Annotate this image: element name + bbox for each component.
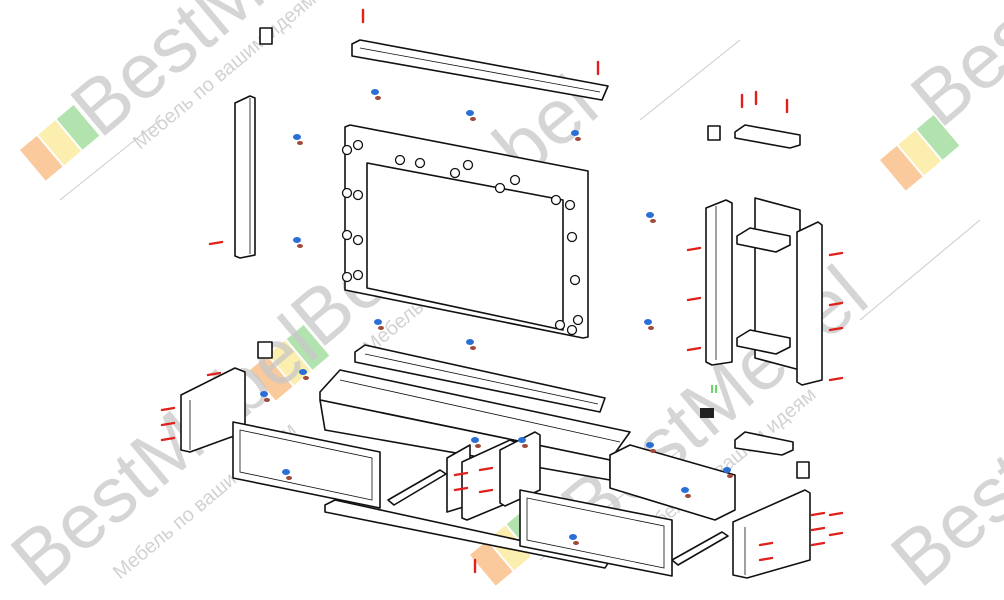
- screw-icon: [758, 556, 774, 562]
- cam-hole: [414, 157, 426, 169]
- cam-hole: [352, 234, 364, 246]
- cam-hole: [494, 182, 506, 194]
- dowel-icon: [470, 117, 476, 121]
- watermark-brand: BestMebel: [894, 0, 1004, 143]
- cam-hole: [341, 229, 353, 241]
- screw-icon: [206, 371, 222, 377]
- fasteners-layer: [160, 8, 844, 574]
- cam-lock-icon: [260, 391, 268, 397]
- screw-icon: [810, 511, 826, 517]
- dowel-icon: [303, 376, 309, 380]
- screw-icon: [686, 246, 702, 252]
- middle-shelf-panel: [354, 344, 606, 413]
- dowel-icon: [375, 96, 381, 100]
- left-drawer: [180, 341, 447, 509]
- dowel-icon: [378, 326, 384, 330]
- cam-lock-icon: [299, 369, 307, 375]
- cam-hole: [554, 319, 566, 331]
- cam-lock-icon: [471, 437, 479, 443]
- cam-hole: [566, 324, 578, 336]
- cam-hole: [341, 271, 353, 283]
- dowel-icon: [650, 219, 656, 223]
- cam-lock-icon: [293, 237, 301, 243]
- cam-lock-icon: [569, 534, 577, 540]
- cam-hole: [550, 194, 562, 206]
- dowel-icon: [573, 541, 579, 545]
- bracket-part: [259, 27, 273, 45]
- screw-icon: [828, 326, 844, 332]
- dowel-icon: [685, 494, 691, 498]
- screw-icon: [453, 471, 469, 477]
- cam-lock-icon: [466, 339, 474, 345]
- dowel-icon: [475, 444, 481, 448]
- screw-icon: [828, 301, 844, 307]
- dowel-icon: [522, 444, 528, 448]
- left-vertical-rail: [234, 95, 256, 259]
- cam-lock-icon: [681, 487, 689, 493]
- watermark-logo-mark: [19, 105, 100, 181]
- center-drawer-fronts: [446, 431, 541, 521]
- cam-lock-icon: [646, 442, 654, 448]
- cam-lock-icon: [374, 319, 382, 325]
- cam-hole: [462, 159, 474, 171]
- screw-icon: [160, 406, 176, 412]
- watermark-brand: BestMebel: [874, 299, 1004, 600]
- cam-hole: [352, 139, 364, 151]
- screw-icon: [828, 376, 844, 382]
- cam-lock-icon: [518, 437, 526, 443]
- cam-hole: [566, 231, 578, 243]
- right-cabinet-parts: [705, 124, 823, 479]
- screw-icon: [160, 436, 176, 442]
- cam-hole: [572, 314, 584, 326]
- dowel-icon: [650, 449, 656, 453]
- cam-hole: [341, 144, 353, 156]
- cam-lock-icon: [466, 110, 474, 116]
- screw-icon: [810, 541, 826, 547]
- watermark-logo-mark: [880, 115, 960, 191]
- dowel-icon: [286, 476, 292, 480]
- screw-icon: [758, 541, 774, 547]
- cam-hole: [509, 174, 521, 186]
- screw-icon: [686, 296, 702, 302]
- screw-icon: [686, 346, 702, 352]
- dowel-icon: [297, 244, 303, 248]
- cam-hole: [564, 199, 576, 211]
- cam-lock-icon: [571, 130, 579, 136]
- dowel-icon: [264, 398, 270, 402]
- dowel-icon: [470, 346, 476, 350]
- cam-hole: [352, 189, 364, 201]
- screw-icon: [478, 466, 494, 472]
- cam-hole: [569, 274, 581, 286]
- screw-icon: [810, 526, 826, 532]
- cam-lock-icon: [293, 134, 301, 140]
- cam-hole: [449, 167, 461, 179]
- cam-lock-icon: [723, 467, 731, 473]
- screw-icon: [453, 486, 469, 492]
- cam-lock-icon: [371, 89, 379, 95]
- dowel-icon: [297, 141, 303, 145]
- screw-icon: [478, 488, 494, 494]
- screw-icon: [160, 421, 176, 427]
- right-drawer: [519, 444, 811, 579]
- screw-icon: [828, 251, 844, 257]
- top-strip-panel: [351, 39, 609, 101]
- cam-lock-icon: [646, 212, 654, 218]
- cam-hole: [394, 154, 406, 166]
- cam-hole: [352, 269, 364, 281]
- screw-icon: [208, 240, 224, 246]
- cam-lock-icon: [644, 319, 652, 325]
- cam-lock-icon: [282, 469, 290, 475]
- screw-icon: [828, 511, 844, 517]
- dowel-icon: [648, 326, 654, 330]
- mirror-frame-panel: [341, 124, 589, 339]
- cam-hole: [341, 187, 353, 199]
- dowel-icon: [575, 137, 581, 141]
- dowel-icon: [727, 474, 733, 478]
- hinge-icon: [700, 408, 714, 418]
- screw-icon: [828, 531, 844, 537]
